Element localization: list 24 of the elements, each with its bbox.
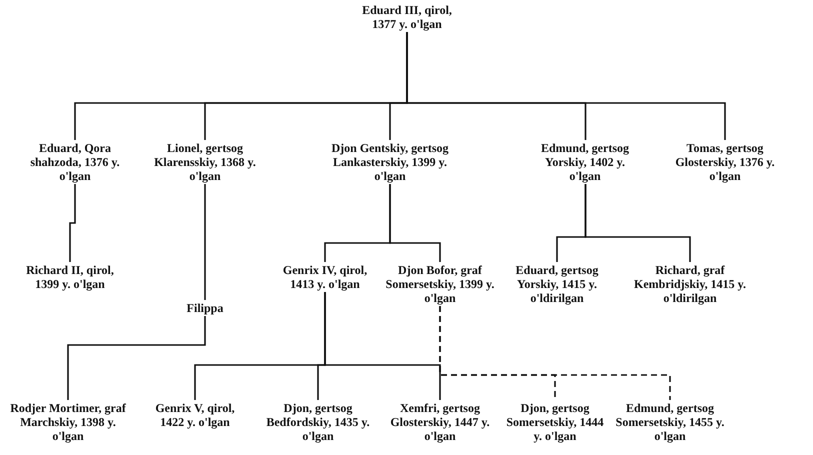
person-label: Djon, gertsog Bedfordskiy, 1435 y. o'lgan bbox=[248, 400, 388, 444]
connector-line bbox=[324, 292, 441, 400]
connector-line bbox=[584, 184, 691, 262]
person-label: Tomas, gertsog Glosterskiy, 1376 y. o'lgan bbox=[660, 140, 790, 184]
person-label: Filippa bbox=[170, 300, 240, 316]
person-label: Lionel, gertsog Klarensskiy, 1368 y. o'lgan bbox=[145, 140, 265, 184]
connector-line bbox=[389, 184, 441, 262]
person-label: Richard, graf Kembridjskiy, 1415 y. o'ldirilgan bbox=[625, 262, 755, 306]
connector-line bbox=[204, 184, 206, 300]
connector-line bbox=[406, 32, 726, 140]
person-label: Xemfri, gertsog Glosterskiy, 1447 y. o'lgan bbox=[385, 400, 495, 444]
connector-line bbox=[67, 316, 206, 400]
person-label: Genrix IV, qirol, 1413 y. o'lgan bbox=[275, 262, 375, 292]
person-label: Edmund, gertsog Yorskiy, 1402 y. o'lgan bbox=[528, 140, 642, 184]
person-label: Eduard III, qirol, 1377 y. o'lgan bbox=[352, 2, 462, 32]
person-label: Richard II, qirol, 1399 y. o'lgan bbox=[20, 262, 120, 292]
person-label: Djon Bofor, graf Somersetskiy, 1399 y. o'lgan bbox=[375, 262, 505, 306]
person-label: Djon Gentskiy, gertsog Lankasterskiy, 1399 y. o'lgan bbox=[320, 140, 460, 184]
person-label: Eduard, Qora shahzoda, 1376 y. o'lgan bbox=[20, 140, 130, 184]
person-label: Rodjer Mortimer, graf Marchskiy, 1398 y. o'lgan bbox=[8, 400, 128, 444]
connector-line bbox=[69, 184, 76, 262]
person-label: Genrix V, qirol, 1422 y. o'lgan bbox=[150, 400, 240, 430]
person-label: Eduard, gertsog Yorskiy, 1415 y. o'ldirilgan bbox=[502, 262, 612, 306]
connector-line bbox=[439, 306, 671, 400]
